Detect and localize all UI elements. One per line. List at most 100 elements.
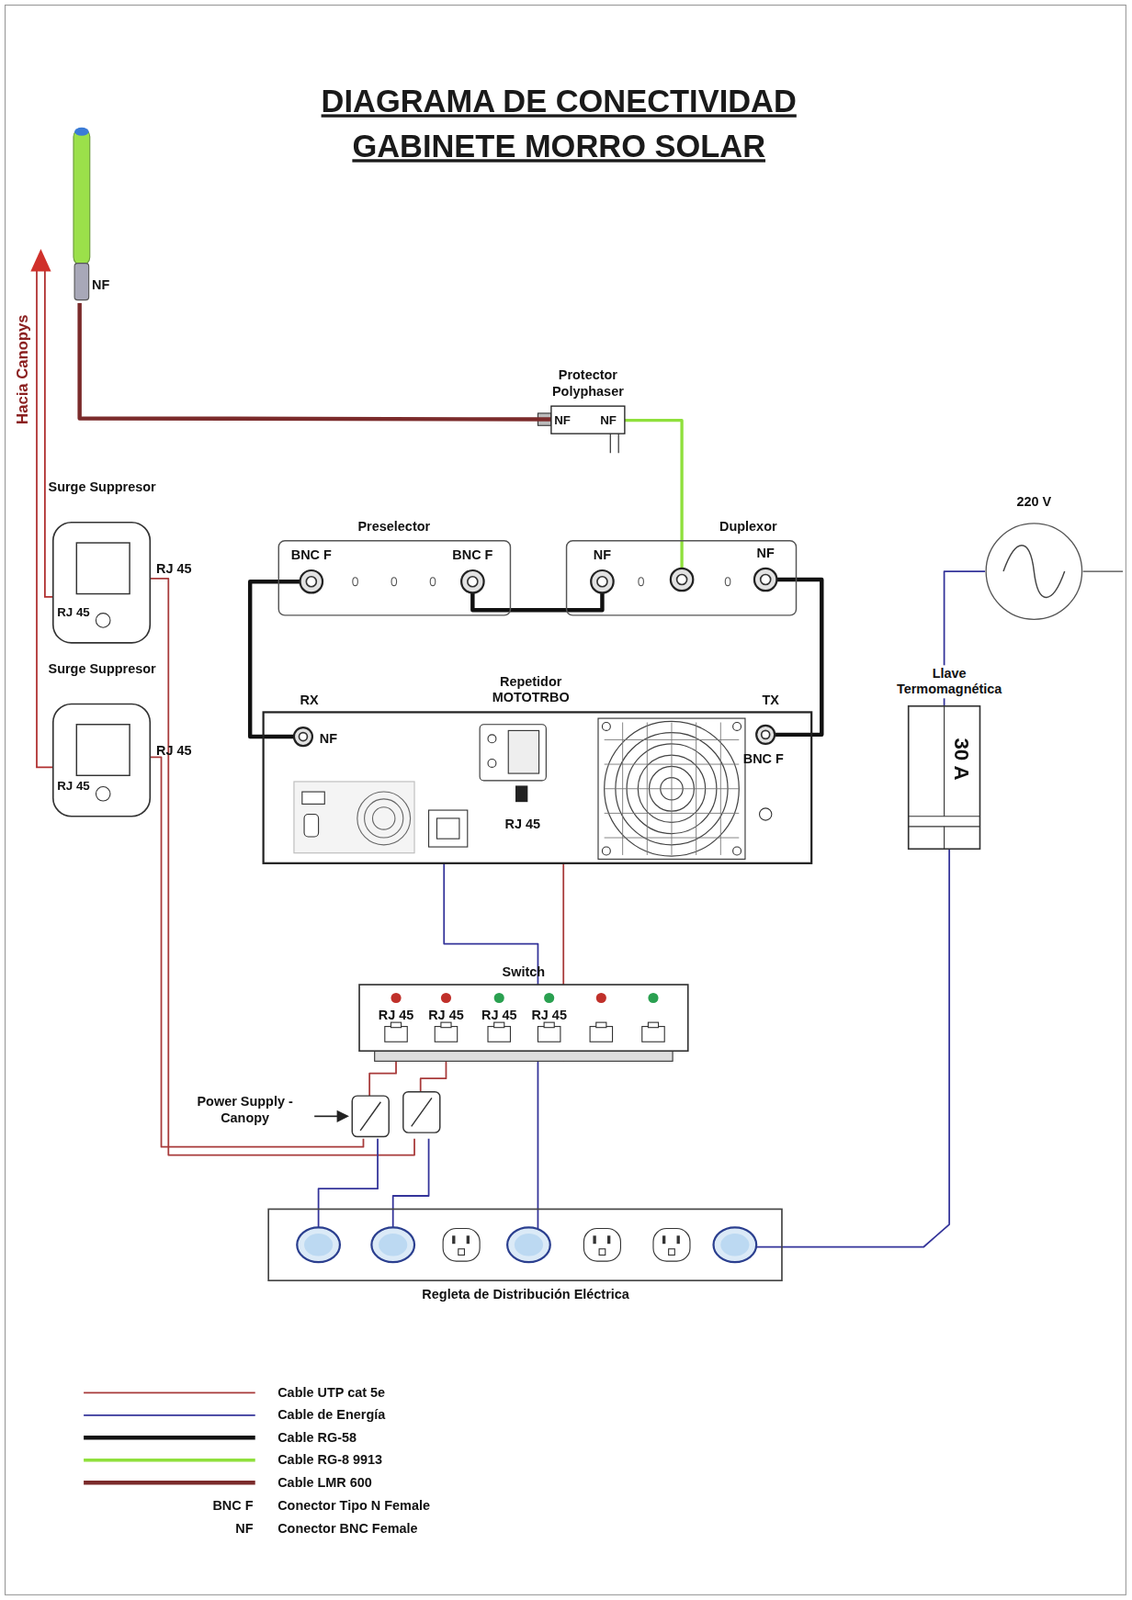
- power-supply-icon: [351, 1096, 389, 1137]
- circuit-breaker: Llave Termomagnética30 A: [908, 706, 981, 850]
- coax-port: [461, 570, 484, 593]
- coax-pin: [761, 730, 770, 739]
- lmr-cable: [79, 303, 552, 420]
- outlet: [713, 1227, 758, 1263]
- ground-screw: [759, 808, 772, 821]
- diagram-title: DIAGRAMA DE CONECTIVIDAD GABINETE MORRO …: [275, 79, 843, 170]
- node-outline: [61, 124, 124, 304]
- node-label: Protector Polyphaser: [526, 367, 649, 401]
- fan-hole: [601, 847, 611, 856]
- outlet: [296, 1227, 340, 1263]
- coax-pin: [298, 733, 307, 742]
- fan-grill: [695, 723, 697, 856]
- fan-grill: [604, 813, 740, 815]
- duplexer: DuplexorNFNF: [566, 541, 797, 616]
- small-fan: [372, 807, 395, 830]
- node-label: Surge Suppresor: [45, 479, 159, 497]
- utp-cable: [369, 1061, 397, 1097]
- port-label: RJ 45: [475, 1007, 524, 1024]
- outlet: [378, 1233, 408, 1257]
- coax-pin: [760, 574, 771, 585]
- port-label: RJ 45: [497, 816, 549, 834]
- ac-source: 220 V: [984, 522, 1084, 622]
- power-strip: Regleta de Distribución Eléctrica: [268, 1209, 782, 1281]
- surge-suppressor: Surge SuppresorRJ 45RJ 45: [53, 704, 151, 817]
- pow-cable: [393, 1139, 430, 1231]
- fan-grill: [604, 721, 740, 857]
- status-led: [441, 993, 452, 1004]
- tuning-screw: [430, 577, 436, 587]
- repeater: RXRepetidor MOTOTRBOTXNFBNC FRJ 45: [263, 712, 813, 863]
- node-label: Duplexor: [697, 518, 800, 535]
- breaker-divider: [943, 706, 945, 817]
- power-supply: Power Supply - Canopy: [183, 1089, 444, 1139]
- legend-sample: [83, 1415, 256, 1417]
- legend-sample: [83, 1481, 256, 1485]
- legend-key: NF: [48, 1520, 253, 1538]
- legend-text: Cable RG-8 9913: [277, 1452, 383, 1470]
- node-label: Switch: [482, 964, 565, 982]
- utp-cable: [149, 578, 415, 1156]
- port-label: NF: [587, 546, 618, 564]
- legend-sample: [83, 1392, 256, 1395]
- legend-text: Cable LMR 600: [277, 1474, 373, 1492]
- rj45-port: [434, 1027, 457, 1043]
- rg8-cable: [624, 420, 682, 569]
- node-outline: [268, 1209, 782, 1281]
- coax-port: [756, 725, 775, 745]
- node-label: Power Supply - Canopy: [181, 1094, 309, 1128]
- legend-text: Cable UTP cat 5e: [277, 1385, 385, 1403]
- coax-port: [670, 568, 693, 591]
- filter-body: [566, 541, 797, 616]
- outlet: [653, 1229, 691, 1263]
- node-outline: [53, 522, 151, 644]
- legend-text: Conector Tipo N Female: [277, 1498, 431, 1516]
- port-label: 30 A: [953, 737, 971, 781]
- outlet-slot: [458, 1249, 465, 1257]
- node-label: RX: [288, 691, 329, 709]
- port-label: NF: [554, 412, 571, 430]
- ethernet-port: [515, 785, 528, 803]
- coax-pin: [467, 577, 478, 588]
- port-label: NF: [319, 730, 338, 748]
- suppressor-body: [53, 704, 151, 817]
- port-label: TX: [750, 691, 792, 709]
- node-label: Regleta de Distribución Eléctrica: [341, 1287, 710, 1304]
- switch-body: [359, 984, 689, 1052]
- tuning-screw: [352, 577, 359, 587]
- outlet-slot: [466, 1235, 470, 1245]
- port-label: RJ 45: [56, 778, 91, 795]
- node-label: Preselector: [332, 518, 455, 535]
- legend-text: Cable de Energía: [277, 1407, 385, 1425]
- outlet-slot: [677, 1235, 680, 1245]
- switch-base: [374, 1051, 673, 1062]
- port-label: RJ 45: [156, 743, 193, 760]
- status-led: [543, 993, 555, 1004]
- fan-frame: [598, 718, 746, 860]
- coax-pin: [597, 577, 608, 588]
- network-switch: SwitchRJ 45RJ 45RJ 45RJ 45: [359, 984, 689, 1062]
- outlet-slot: [599, 1249, 606, 1257]
- surge-suppressor: Surge SuppresorRJ 45RJ 45: [53, 522, 151, 644]
- rj45-port: [384, 1027, 408, 1043]
- legend-key: BNC F: [48, 1498, 253, 1516]
- port-label: BNC F: [443, 546, 501, 564]
- power-line: [1083, 570, 1123, 572]
- accessory-connector: [479, 724, 546, 782]
- small-fan: [364, 799, 404, 838]
- strip-body: [268, 1209, 782, 1281]
- lightning-protector: Protector PolyphaserNFNF: [551, 406, 625, 434]
- protector-body: [551, 406, 625, 434]
- legend-text: Cable RG-58: [277, 1429, 357, 1447]
- ground-stub: [618, 433, 620, 453]
- pow-cable: [318, 1139, 378, 1231]
- fan-grill: [670, 723, 672, 856]
- port-label: NF: [599, 412, 617, 430]
- rj45-port: [494, 1022, 505, 1029]
- rj45-port: [543, 1022, 555, 1029]
- port-label: Repetidor MOTOTRBO: [469, 673, 592, 707]
- outlet: [507, 1227, 551, 1263]
- fan-hole: [601, 723, 611, 732]
- repeater-body: [263, 712, 813, 863]
- outlet-slot: [668, 1249, 676, 1257]
